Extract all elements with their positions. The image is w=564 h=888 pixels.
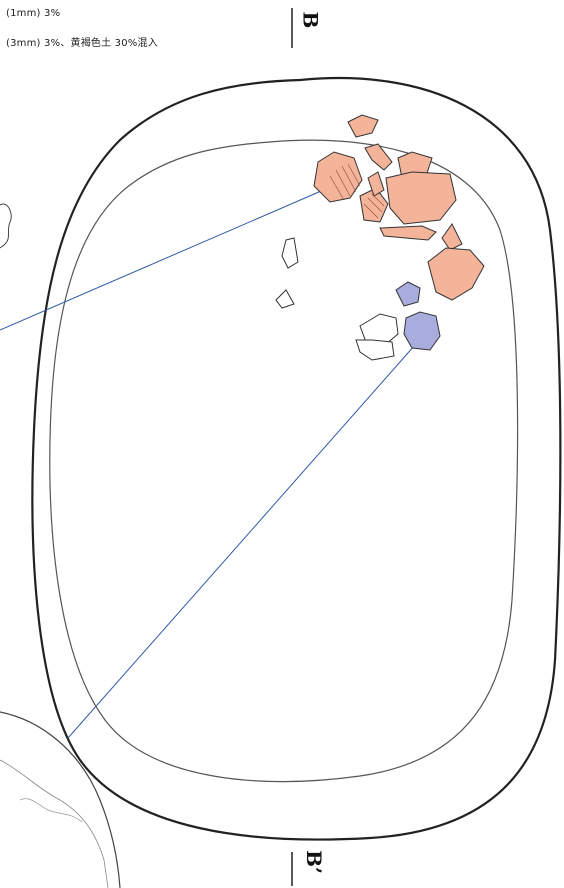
- white-stone: [275, 289, 295, 309]
- left-edge-artifact-sketch: [0, 203, 12, 249]
- pit-inner-outline: [49, 139, 519, 783]
- blue-stone: [395, 281, 421, 307]
- reddish-fragment: [313, 151, 363, 203]
- leader-line-upper: [0, 184, 336, 331]
- reddish-fragment: [367, 171, 385, 197]
- fill-note-line-1: (1mm) 3%: [6, 8, 61, 19]
- reddish-fragment: [427, 247, 485, 301]
- fragment-hatching: [329, 163, 385, 219]
- reddish-fragment: [347, 114, 379, 138]
- section-label-b: B: [298, 11, 323, 29]
- white-stone: [281, 237, 299, 269]
- fill-note-line-2: (3mm) 3%、黄褐色土 30%混入: [6, 38, 158, 49]
- bottom-left-object-outline: [0, 711, 121, 888]
- reddish-fragment: [364, 143, 393, 171]
- leader-line-lower: [67, 344, 416, 739]
- bottom-left-object-crack: [19, 798, 83, 823]
- section-label-b-prime: B’: [301, 850, 326, 874]
- reddish-fragment-cluster: [313, 114, 485, 301]
- blue-stone: [403, 311, 441, 351]
- reddish-fragment: [441, 223, 463, 251]
- blue-stone-group: [395, 281, 441, 351]
- bottom-left-object-inner: [0, 759, 109, 888]
- white-stone: [355, 339, 395, 361]
- reddish-fragment: [385, 171, 457, 225]
- pit-outer-outline: [31, 76, 562, 841]
- reddish-fragment: [379, 225, 437, 241]
- white-stone-group: [275, 237, 399, 361]
